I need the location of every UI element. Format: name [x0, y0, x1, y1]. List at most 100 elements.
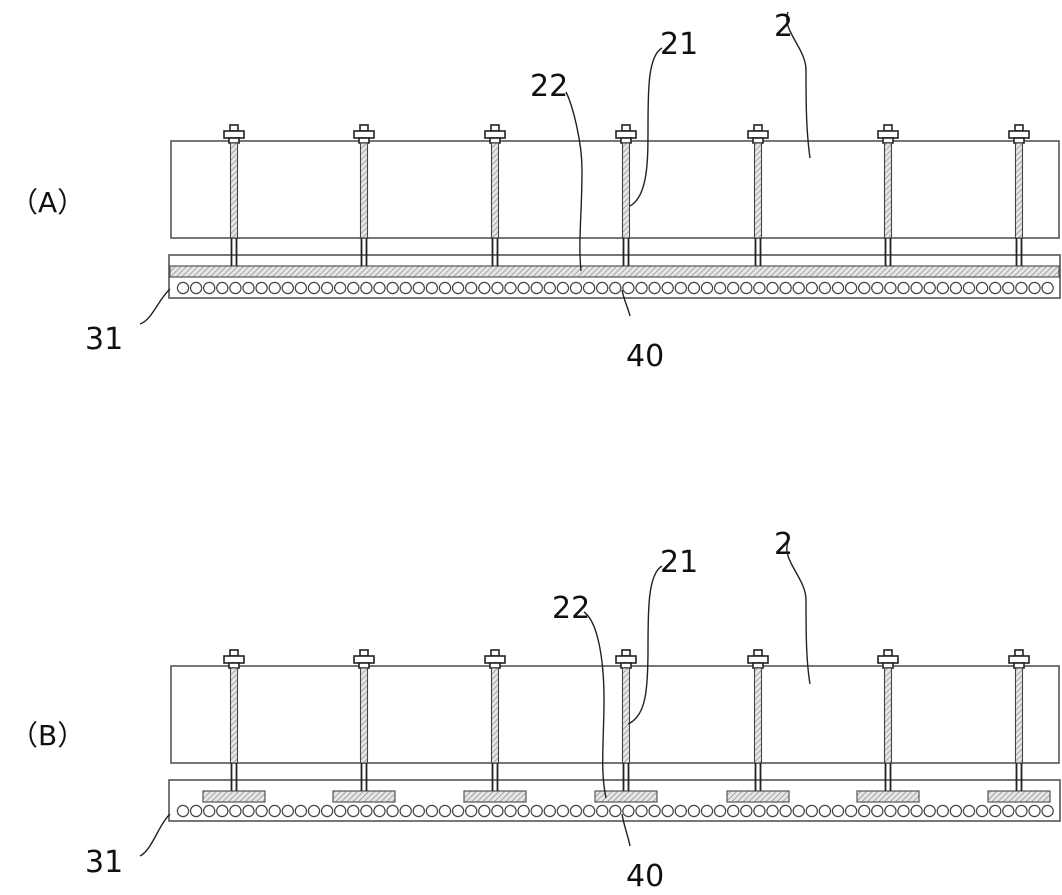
panel-a-bolt-nut-bottom [882, 137, 894, 144]
panel-b-plate-4 [594, 790, 658, 803]
panel-b-plate-3 [463, 790, 527, 803]
panel-a-leader-22 [565, 91, 583, 272]
panel-b-bolt-nut-top [621, 649, 631, 657]
panel-a-roller-27 [517, 281, 530, 295]
panel-a-bolt-nut-top [753, 124, 763, 132]
panel-b-roller-22 [451, 804, 465, 818]
panel-b-bolt-5 [747, 649, 769, 791]
panel-a-roller-54 [871, 281, 884, 295]
panel-a-roller-13 [334, 281, 347, 295]
panel-a-callout-21: 21 [660, 27, 698, 62]
panel-b-roller-28 [530, 804, 543, 818]
panel-b-roller-52 [844, 804, 858, 818]
panel-b-roller-34 [609, 804, 622, 818]
panel-a-callout-2: 2 [774, 9, 793, 44]
panel-a-roller-43 [727, 281, 740, 295]
panel-a-roller-67 [1041, 281, 1054, 295]
panel-b-bolt-shaft [883, 667, 893, 764]
panel-b-roller-49 [805, 804, 819, 818]
panel-b-callout-21: 21 [660, 545, 698, 580]
panel-a-roller-49 [805, 281, 819, 295]
panel-a-roller-30 [556, 281, 570, 295]
panel-b-roller-11 [307, 804, 321, 818]
panel-b-roller-48 [792, 804, 805, 818]
panel-a-bolt-4 [615, 124, 637, 266]
panel-b-roller-30 [556, 804, 570, 818]
panel-a-bolt-nut-wing [615, 130, 637, 139]
panel-a-roller-9 [281, 281, 294, 295]
panel-b-roller-62 [975, 804, 989, 818]
panel-a-bolt-3 [484, 124, 506, 266]
panel-b-callout-22: 22 [552, 591, 590, 626]
panel-a-bolt-nut-wing [484, 130, 506, 139]
panel-b-roller-3 [202, 804, 216, 818]
panel-b-bolt-nut-top [883, 649, 893, 657]
panel-b-bolt-nut-top [229, 649, 239, 657]
panel-a-roller-41 [700, 281, 714, 295]
panel-a-bolt-nut-bottom [228, 137, 240, 144]
panel-a-bolt-nut-wing [1008, 130, 1030, 139]
panel-b-bolt-nut-top [753, 649, 763, 657]
panel-b-roller-31 [569, 804, 583, 818]
panel-b-roller-13 [334, 804, 347, 818]
panel-a-bolt-shaft [883, 142, 893, 239]
panel-a-roller-2 [189, 281, 203, 295]
panel-b-roller-8 [268, 804, 281, 818]
panel-b-bolt-nut-top [1014, 649, 1024, 657]
panel-a-roller-1 [176, 281, 190, 295]
panel-a-roller-48 [792, 281, 805, 295]
panel-b-roller-21 [438, 804, 452, 818]
panel-b-bolt-shaft [1014, 667, 1024, 764]
panel-a-roller-6 [242, 281, 255, 295]
panel-a-roller-8 [268, 281, 281, 295]
panel-b-roller-9 [281, 804, 294, 818]
panel-a-callout-40: 40 [626, 339, 664, 374]
panel-b-bolt-nut-wing [877, 655, 899, 664]
panel-b-leader-21 [627, 565, 663, 725]
panel-b-bolts [223, 649, 1030, 791]
panel-b-bolt-nut-wing [1008, 655, 1030, 664]
panel-a-roller-31 [569, 281, 583, 295]
panel-b-roller-26 [504, 804, 517, 818]
panel-a-callout-22: 22 [530, 69, 568, 104]
panel-b-roller-55 [884, 804, 897, 818]
panel-b-roller-54 [871, 804, 884, 818]
panel-a-roller-55 [884, 281, 897, 295]
panel-a-leader-21 [629, 47, 663, 207]
panel-a-roller-44 [740, 281, 753, 295]
panel-b-label: （B） [10, 719, 85, 752]
panel-a-bolt-6 [877, 124, 899, 266]
panel-b-plate-2 [332, 790, 396, 803]
panel-a-roller-28 [530, 281, 543, 295]
panel-a-roller-57 [910, 281, 923, 295]
panel-b-roller-32 [582, 804, 596, 818]
panel-a-roller-56 [897, 281, 910, 295]
panel-a-roller-17 [386, 281, 399, 295]
panel-a-bolt-nut-wing [747, 130, 769, 139]
panel-a-bolt-nut-top [229, 124, 239, 132]
panel-b-roller-50 [818, 804, 832, 818]
panel-a-roller-63 [989, 281, 1002, 295]
panel-b-roller-60 [949, 804, 963, 818]
panel-a-roller-15 [360, 281, 373, 295]
panel-a-roller-26 [504, 281, 517, 295]
panel-b-roller-42 [713, 804, 727, 818]
panel-a-roller-64 [1002, 281, 1015, 295]
panel-b-bolt-nut-bottom [358, 662, 370, 669]
panel-a-leader-31 [139, 288, 171, 325]
panel-b-bolt-6 [877, 649, 899, 791]
panel-a-bolt-shaft [359, 142, 369, 239]
panel-a-bolt-shaft [621, 142, 631, 239]
panel-b-roller-45 [753, 804, 766, 818]
panel-b-roller-27 [517, 804, 530, 818]
panel-a-bolt-nut-top [621, 124, 631, 132]
panel-a-roller-46 [766, 281, 779, 295]
panel-a-bolt-shaft [753, 142, 763, 239]
panel-a-bolt-shaft [229, 142, 239, 239]
panel-a-roller-22 [451, 281, 465, 295]
panel-b-bolt-nut-bottom [489, 662, 501, 669]
panel-b: （B） 2 21 22 31 40 [10, 527, 1061, 894]
panel-b-bolt-nut-wing [747, 655, 769, 664]
panel-a-roller-5 [229, 281, 242, 295]
panel-a-callout-31: 31 [85, 322, 123, 357]
